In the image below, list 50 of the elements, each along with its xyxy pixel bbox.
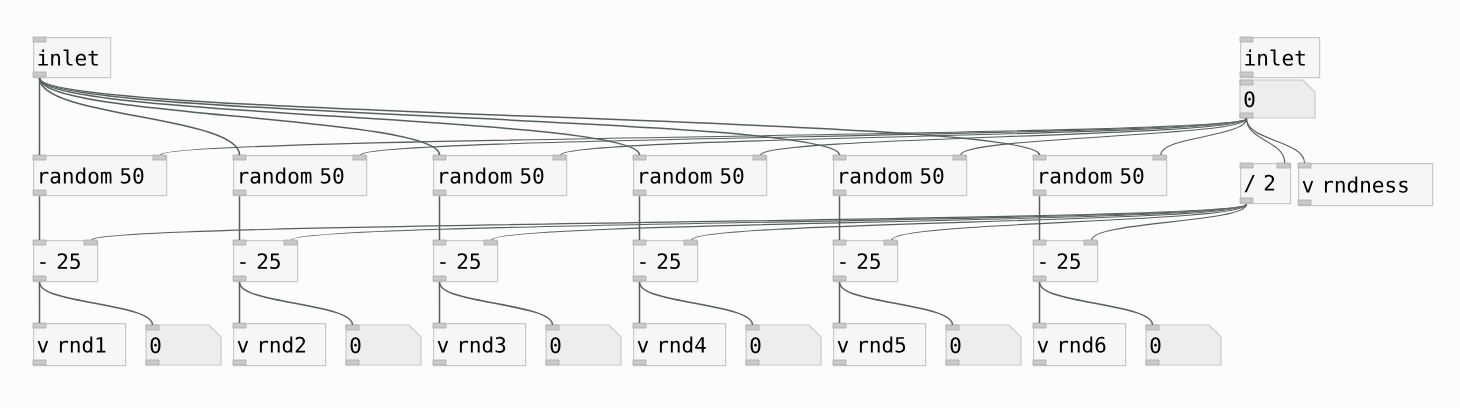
patch-cord <box>638 281 754 326</box>
number-box: 0 <box>545 324 622 366</box>
patch-cord <box>38 195 41 241</box>
object-box: v rndness <box>1297 162 1434 207</box>
patch-cord <box>438 195 441 241</box>
object-box: - 25 <box>232 239 299 283</box>
object-box: v rnd1 <box>32 322 127 367</box>
number-box: 0 <box>145 324 222 366</box>
number-box: 0 <box>945 324 1022 366</box>
object-box: random 50 <box>432 154 568 197</box>
object-box: v rnd5 <box>832 322 927 367</box>
patch-cord <box>38 77 1041 156</box>
object-box: v rnd2 <box>232 322 327 367</box>
patch-cord <box>1038 195 1041 241</box>
object-box: - 25 <box>632 239 699 283</box>
patch-cord <box>438 281 554 326</box>
patch-cord <box>838 281 954 326</box>
object-box: random 50 <box>232 154 368 197</box>
patch-cord <box>1038 281 1154 326</box>
patch-cord <box>238 281 354 326</box>
patch-cord <box>38 77 441 156</box>
patch-cord <box>360 117 1248 156</box>
number-box: 0 <box>1145 324 1222 366</box>
object-box: random 50 <box>632 154 768 197</box>
number-box: 0 <box>345 324 422 366</box>
object-box: - 25 <box>432 239 499 283</box>
patch-cord <box>238 195 241 241</box>
object-box: random 50 <box>832 154 968 197</box>
object-box: - 25 <box>832 239 899 283</box>
object-box: - 25 <box>32 239 99 283</box>
patch-cord <box>491 203 1248 241</box>
patch-cord <box>838 195 841 241</box>
object-box: v rnd6 <box>1032 322 1127 367</box>
patch-cord <box>1160 117 1248 156</box>
patch-cord <box>960 117 1248 156</box>
patch-cord <box>638 195 641 241</box>
object-box: - 25 <box>1032 239 1099 283</box>
patch-cord <box>891 203 1248 241</box>
object-box: / 2 <box>1239 162 1292 205</box>
patch-cord <box>1091 203 1248 241</box>
object-box: random 50 <box>1032 154 1168 197</box>
number-box: 0 <box>745 324 822 366</box>
object-box: inlet <box>32 36 112 79</box>
object-box: inlet <box>1239 36 1321 79</box>
object-box: v rnd3 <box>432 322 527 367</box>
patch-cord <box>38 281 154 326</box>
number-box: 0 <box>1239 79 1316 119</box>
patch-cord <box>1245 117 1306 164</box>
object-box: v rnd4 <box>632 322 727 367</box>
object-box: random 50 <box>32 154 168 197</box>
